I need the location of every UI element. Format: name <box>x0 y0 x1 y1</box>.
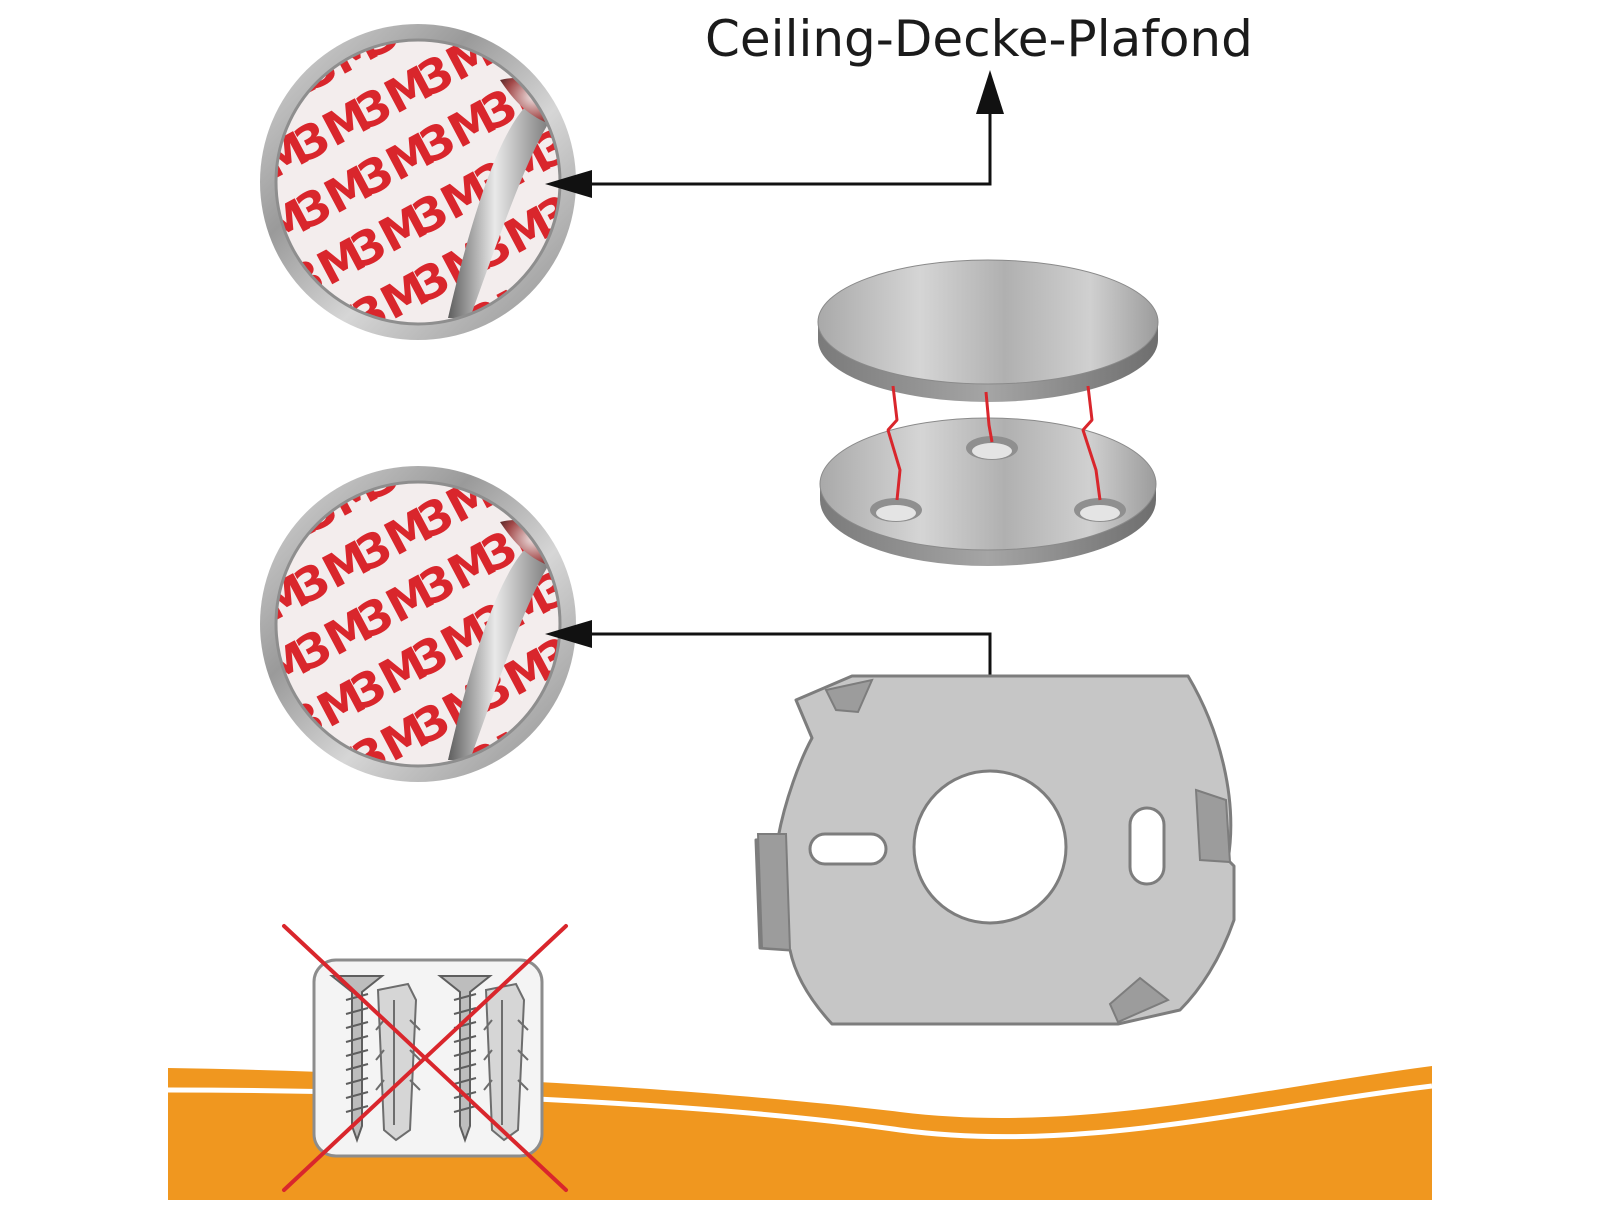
ceiling-label: Ceiling-Decke-Plafond <box>705 10 1253 68</box>
arrowhead-left-bottom-icon <box>545 620 592 648</box>
magnet-hole <box>966 436 1018 460</box>
top-adhesive-tape-icon <box>260 24 576 340</box>
magnet-hole <box>1074 498 1126 522</box>
magnetic-force-icon <box>886 385 1102 501</box>
ceiling-arrow <box>590 112 992 186</box>
mounting-bracket-icon <box>754 674 1236 1026</box>
arrowhead-left-top-icon <box>545 170 592 198</box>
prohibited-cross-icon <box>282 924 568 1192</box>
wall-plug-icon <box>483 982 529 1142</box>
no-screws-icon <box>282 924 568 1192</box>
magnetic-plates-icon <box>817 259 1159 566</box>
bottom-adhesive-tape-icon <box>260 466 576 782</box>
arrowhead-up-icon <box>976 70 1004 114</box>
magnet-hole <box>870 498 922 522</box>
